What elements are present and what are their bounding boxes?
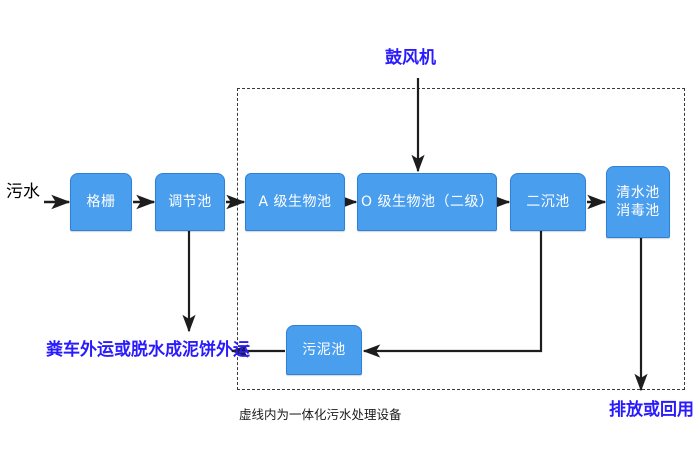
label-influent: 污水 xyxy=(6,182,40,202)
node-sludge-tank[interactable]: 污泥池 xyxy=(286,325,362,375)
node-o-stage[interactable]: O 级生物池（二级） xyxy=(357,173,497,231)
node-regulate[interactable]: 调节池 xyxy=(155,173,225,231)
node-a-stage-label: A 级生物池 xyxy=(258,194,332,210)
node-clear-water-tank-label: 清水池消毒池 xyxy=(616,185,660,219)
node-clear-water-tank[interactable]: 清水池消毒池 xyxy=(606,166,670,238)
label-sludge-removal: 粪车外运或脱水成泥饼外运 xyxy=(46,340,250,360)
node-grille[interactable]: 格栅 xyxy=(70,173,132,231)
node-secondary-clarifier[interactable]: 二沉池 xyxy=(510,173,586,231)
node-o-stage-label: O 级生物池（二级） xyxy=(361,194,494,210)
integrated-equipment-dashed-zone xyxy=(237,88,685,390)
node-secondary-clarifier-label: 二沉池 xyxy=(526,194,570,210)
node-a-stage[interactable]: A 级生物池 xyxy=(245,173,345,231)
node-regulate-label: 调节池 xyxy=(168,194,212,210)
label-enclosure-note: 虚线内为一体化污水处理设备 xyxy=(239,407,402,422)
label-discharge-or-reuse: 排放或回用 xyxy=(609,400,694,420)
label-blower: 鼓风机 xyxy=(385,48,436,68)
node-sludge-tank-label: 污泥池 xyxy=(302,342,346,358)
node-grille-label: 格栅 xyxy=(86,194,116,210)
